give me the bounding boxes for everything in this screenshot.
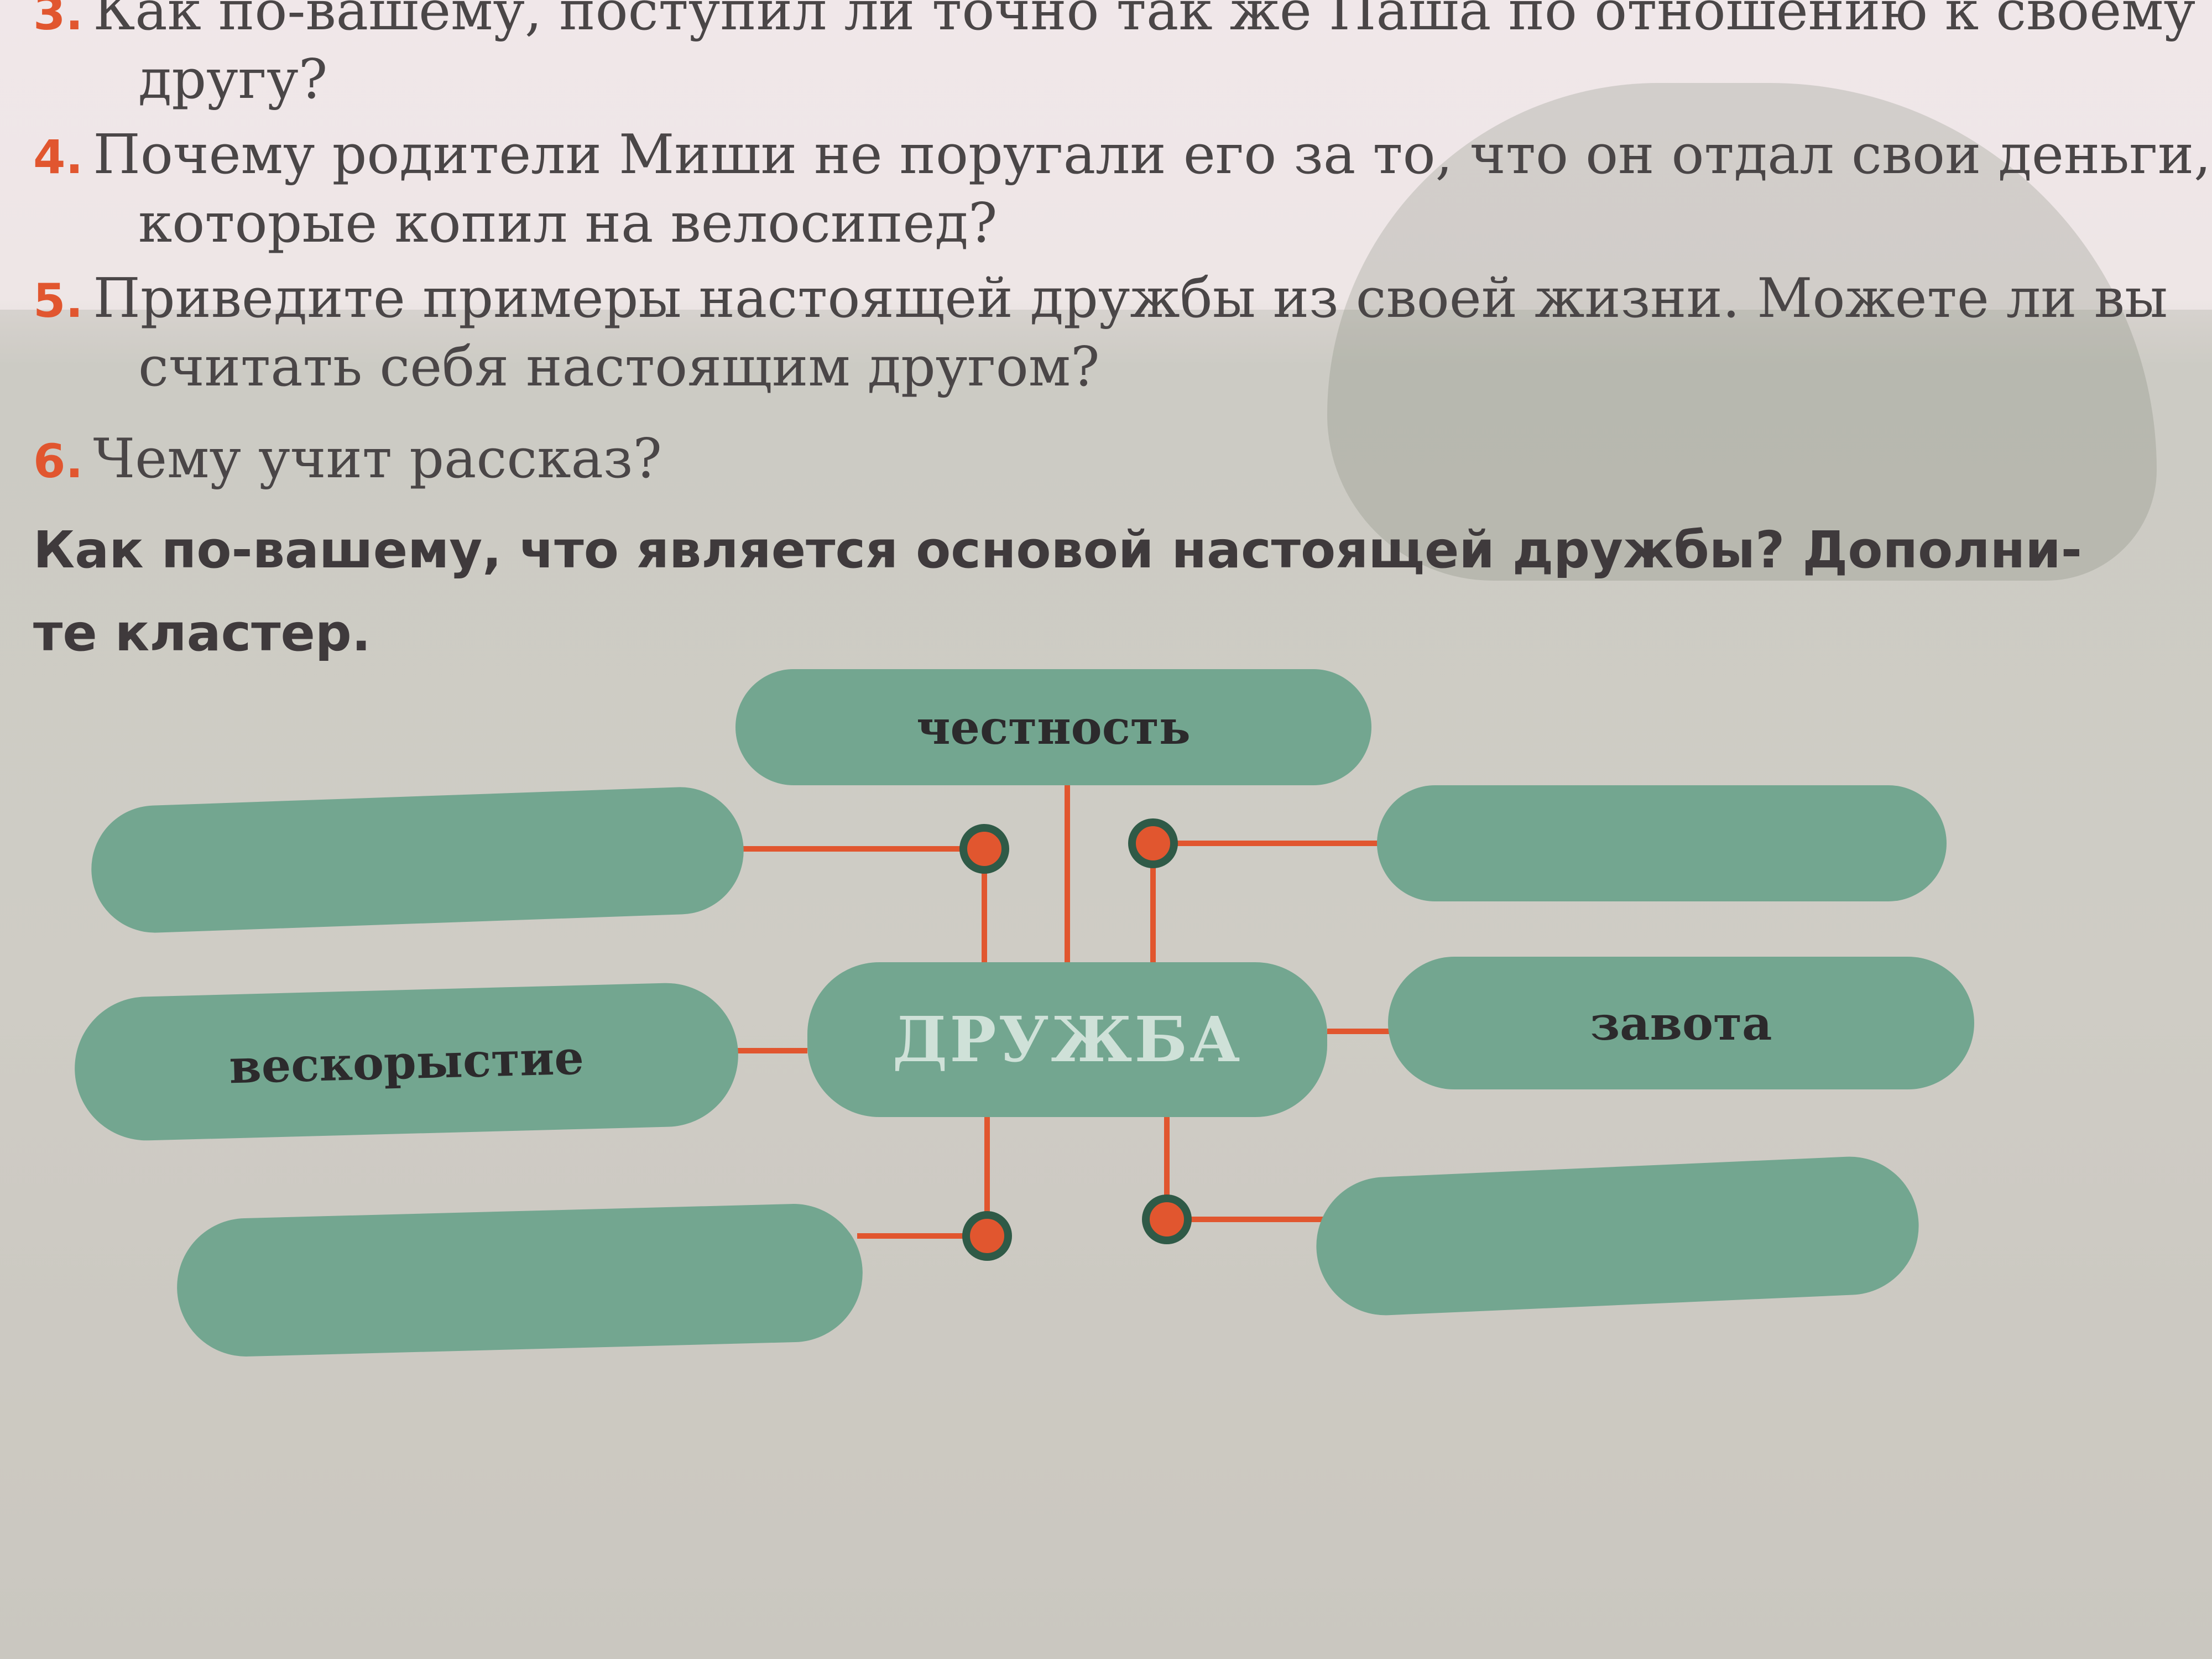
question-text: Почему родители Миши не поругали его за … <box>93 123 2211 186</box>
cluster-center-label: ДРУЖБА <box>892 1003 1243 1076</box>
question-text: Как по-вашему, поступил ли точно так же … <box>93 0 2196 43</box>
cluster-node-upper-right[interactable] <box>1377 785 1947 901</box>
question-3: 3.Как по-вашему, поступил ли точно так ж… <box>33 0 2195 113</box>
cluster-node-label: вескорыстие <box>228 1030 585 1094</box>
cluster-node-middle-right: завота <box>1388 957 1974 1089</box>
question-number: 3. <box>33 0 84 40</box>
cluster-node-top: честность <box>735 669 1371 785</box>
cluster-center: ДРУЖБА <box>807 962 1327 1117</box>
question-text-continuation: другу? <box>138 48 328 111</box>
node-dot-lower-right <box>1142 1194 1192 1244</box>
cluster-node-lower-left[interactable] <box>175 1202 865 1359</box>
node-dot-upper-right <box>1128 818 1178 868</box>
node-dot-upper-left <box>959 824 1009 874</box>
question-number: 5. <box>33 274 84 328</box>
question-text-continuation: считать себя настоящим другом? <box>138 336 1100 399</box>
cluster-node-label: честность <box>916 700 1191 755</box>
question-text: Приведите примеры настоящей дружбы из св… <box>93 267 2168 330</box>
question-4: 4.Почему родители Миши не поругали его з… <box>33 122 2211 257</box>
cluster-node-middle-left: вескорыстие <box>72 981 740 1142</box>
question-6: 6.Чему учит рассказ? <box>33 426 662 494</box>
question-text: Чему учит рассказ? <box>93 427 662 491</box>
task-heading: Как по-вашему, что является основой наст… <box>33 520 2082 662</box>
node-dot-lower-left <box>962 1211 1012 1261</box>
cluster-node-upper-left[interactable] <box>89 785 746 935</box>
question-5: 5.Приведите примеры настоящей дружбы из … <box>33 265 2168 400</box>
cluster-node-lower-right[interactable] <box>1313 1154 1922 1318</box>
question-number: 4. <box>33 130 84 184</box>
cluster-node-label: завота <box>1590 995 1772 1051</box>
question-text-continuation: которые копил на велосипед? <box>138 192 998 255</box>
question-number: 6. <box>33 434 84 488</box>
